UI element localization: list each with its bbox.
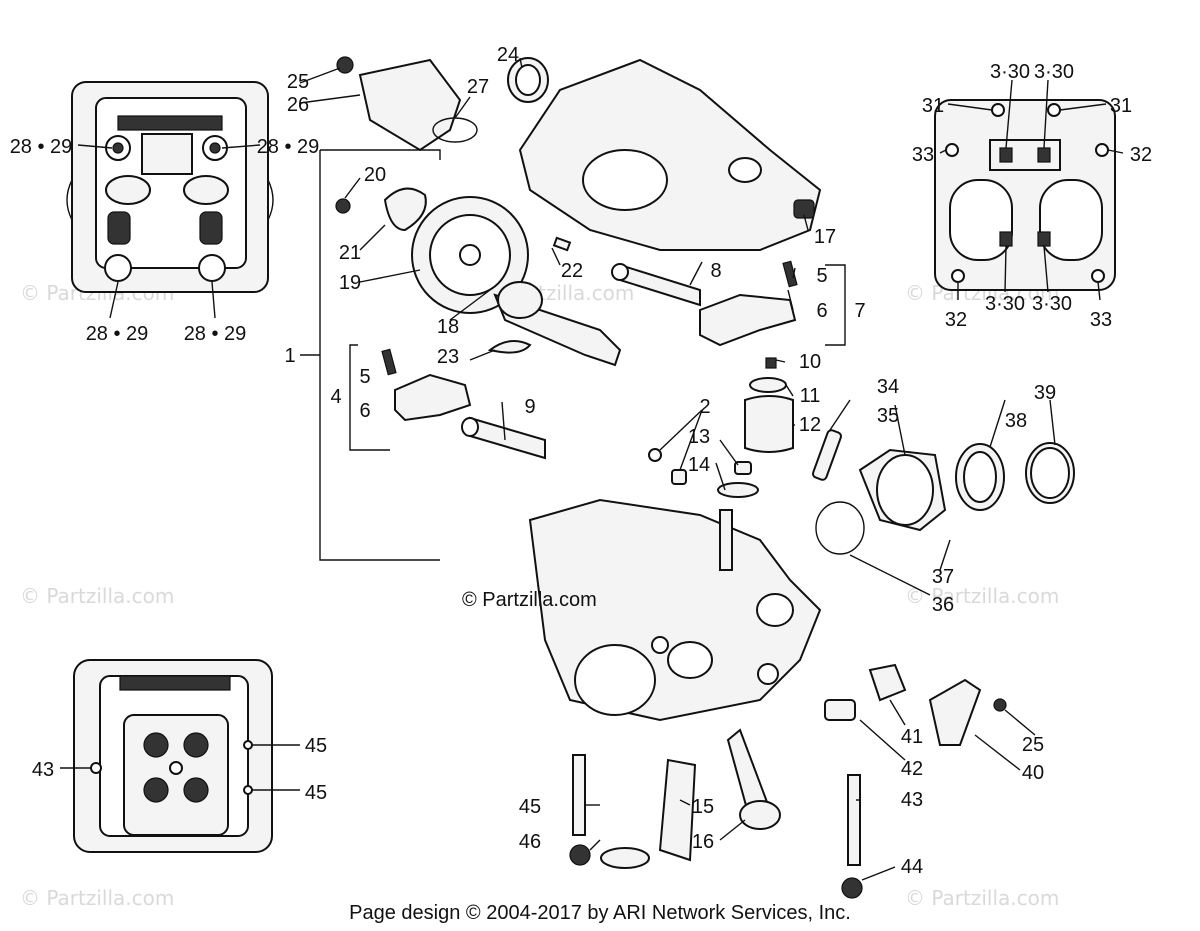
- callout-12: 12: [799, 414, 821, 436]
- watermarks: © Partzilla.com © Partzilla.com © Partzi…: [20, 281, 1059, 910]
- callout-39: 39: [1034, 382, 1056, 404]
- intake-boot: [811, 429, 1075, 555]
- callout-44: 44: [901, 856, 923, 878]
- callout-45: 45: [519, 796, 541, 818]
- leader-lines: [60, 57, 1124, 881]
- callout-45: 45: [305, 782, 327, 804]
- watermark: © Partzilla.com: [20, 584, 174, 608]
- callout-16: 16: [692, 831, 714, 853]
- rocker-arms: [381, 260, 798, 460]
- callout-9: 9: [524, 396, 535, 418]
- callout-28-29: 28 • 29: [10, 136, 73, 158]
- callout-33: 33: [1090, 309, 1112, 331]
- callout-3-30: 3·30: [1034, 61, 1074, 83]
- callout-4: 4: [330, 386, 341, 408]
- callout-28-29: 28 • 29: [184, 323, 247, 345]
- callout-32: 32: [945, 309, 967, 331]
- callout-3-30: 3·30: [985, 293, 1025, 315]
- callout-45: 45: [305, 735, 327, 757]
- callout-3-30: 3·30: [990, 61, 1030, 83]
- watermark: © Partzilla.com: [905, 584, 1059, 608]
- page-footer: Page design © 2004-2017 by ARI Network S…: [349, 902, 851, 924]
- callout-1: 1: [284, 345, 295, 367]
- callout-21: 21: [339, 242, 361, 264]
- callout-13: 13: [688, 426, 710, 448]
- callout-36: 36: [932, 594, 954, 616]
- callout-2: 2: [699, 396, 710, 418]
- callout-24: 24: [497, 44, 519, 66]
- cylinder-head: [528, 448, 1007, 899]
- callout-7: 7: [854, 300, 865, 322]
- callout-43: 43: [32, 759, 54, 781]
- callout-28-29: 28 • 29: [86, 323, 149, 345]
- callout-25: 25: [1022, 734, 1044, 756]
- valve-train: [717, 357, 794, 498]
- callout-25: 25: [287, 71, 309, 93]
- inset-cover-underside: [934, 99, 1116, 291]
- callout-18: 18: [437, 316, 459, 338]
- callout-26: 26: [287, 94, 309, 116]
- callout-8: 8: [710, 260, 721, 282]
- watermark: © Partzilla.com: [905, 886, 1059, 910]
- callout-27: 27: [467, 76, 489, 98]
- callout-15: 15: [692, 796, 714, 818]
- callout-33: 33: [912, 144, 934, 166]
- callout-43: 43: [901, 789, 923, 811]
- callout-labels: 1 2 4 5 6 5 6 7 8 9 10 11 12 13 14 15 16…: [10, 44, 1152, 878]
- inset-head-underside: [73, 659, 273, 853]
- cam-cover: [336, 56, 822, 251]
- callout-40: 40: [1022, 762, 1044, 784]
- callout-10: 10: [799, 351, 821, 373]
- callout-5: 5: [359, 366, 370, 388]
- inset-head-top-view: [66, 81, 274, 293]
- center-watermark: © Partzilla.com: [462, 589, 597, 611]
- callout-31: 31: [922, 95, 944, 117]
- callout-23: 23: [437, 346, 459, 368]
- watermark: © Partzilla.com: [20, 886, 174, 910]
- callout-6: 6: [359, 400, 370, 422]
- callout-22: 22: [561, 260, 583, 282]
- callout-41: 41: [901, 726, 923, 748]
- callout-6: 6: [816, 300, 827, 322]
- callout-17: 17: [814, 226, 836, 248]
- callout-35: 35: [877, 405, 899, 427]
- callout-28-29: 28 • 29: [257, 136, 320, 158]
- callout-5: 5: [816, 265, 827, 287]
- callout-38: 38: [1005, 410, 1027, 432]
- callout-20: 20: [364, 164, 386, 186]
- callout-14: 14: [688, 454, 710, 476]
- callout-11: 11: [800, 385, 821, 407]
- callout-31: 31: [1110, 95, 1132, 117]
- callout-32: 32: [1130, 144, 1152, 166]
- callout-3-30: 3·30: [1032, 293, 1072, 315]
- callout-46: 46: [519, 831, 541, 853]
- callout-34: 34: [877, 376, 899, 398]
- callout-37: 37: [932, 566, 954, 588]
- callout-19: 19: [339, 272, 361, 294]
- cam-gear-camshaft: [335, 187, 622, 367]
- callout-42: 42: [901, 758, 923, 780]
